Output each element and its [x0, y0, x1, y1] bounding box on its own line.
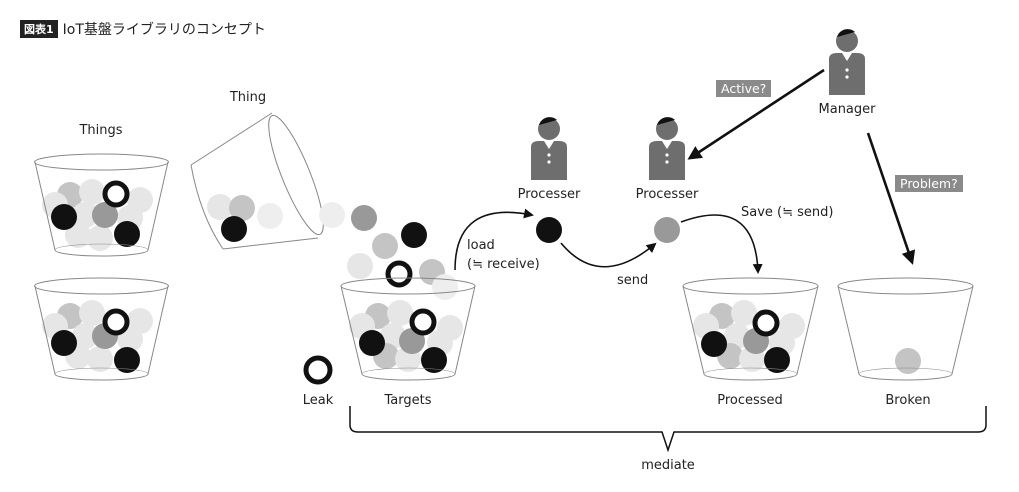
ball-cluster: [693, 300, 805, 373]
label-things: Things: [79, 123, 123, 138]
active-arrow: [687, 68, 825, 160]
label-processed: Processed: [717, 393, 783, 408]
mediate-brace: [349, 406, 987, 453]
label-targets: Targets: [384, 393, 432, 408]
things-cup-2: [34, 277, 169, 381]
processer-1-person-icon: [531, 117, 567, 180]
save-arrow: [680, 214, 763, 274]
label-processer-1: Processer: [517, 187, 581, 202]
figure-title: 図表1 IoT基盤ライブラリのコンセプト: [20, 19, 266, 39]
processing-ball-black: [536, 217, 562, 243]
figure-badge: 図表1: [20, 20, 58, 38]
label-save: Save (≒ send): [741, 205, 834, 220]
broken-ball: [895, 348, 921, 374]
ball-cluster: [42, 179, 153, 251]
falling-balls: [319, 202, 458, 300]
processing-ball-gray: [654, 217, 680, 243]
thing-cup-tipped: [190, 112, 324, 250]
label-thing: Thing: [229, 90, 267, 105]
tag-problem: Problem?: [895, 175, 963, 192]
load-arrow: [454, 208, 534, 271]
ball-cluster: [349, 300, 463, 373]
label-load-receive: (≒ receive): [467, 257, 540, 272]
label-processer-2: Processer: [635, 187, 699, 202]
label-send: send: [617, 273, 649, 288]
manager-person-icon: [829, 29, 865, 95]
label-leak: Leak: [302, 393, 334, 408]
broken-cup: [837, 277, 974, 381]
targets-cup: [340, 277, 476, 381]
label-broken: Broken: [885, 393, 931, 408]
tag-active: Active?: [716, 80, 772, 97]
leak-ball: [303, 355, 333, 385]
send-arrow: [560, 242, 657, 268]
problem-arrow: [866, 132, 916, 265]
figure-title-text: IoT基盤ライブラリのコンセプト: [62, 22, 266, 38]
ball-cluster: [42, 300, 153, 373]
processer-2-person-icon: [649, 117, 685, 180]
processed-cup: [682, 277, 819, 381]
label-load: load: [467, 238, 495, 253]
label-mediate: mediate: [641, 458, 695, 473]
label-manager: Manager: [818, 102, 876, 117]
things-cup-1: [34, 153, 169, 257]
